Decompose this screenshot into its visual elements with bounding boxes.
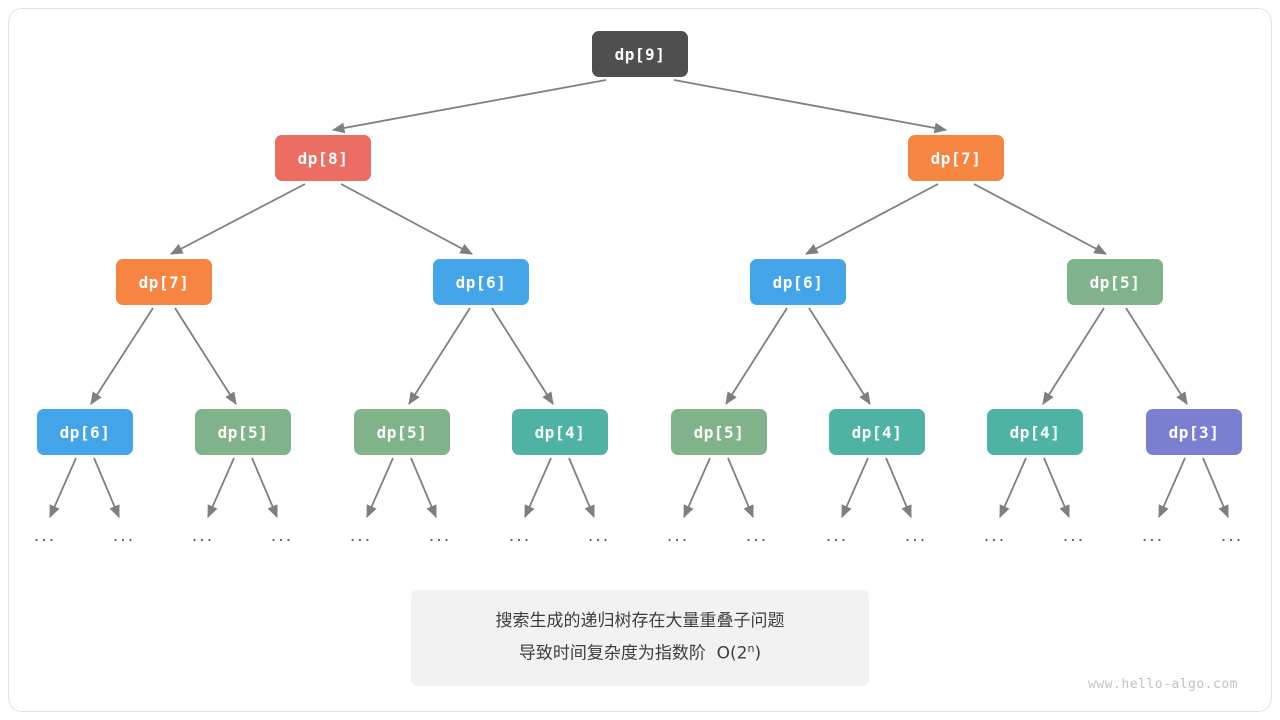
edge-n3-n7 [90,307,154,405]
edge-n14-l15 [1202,457,1229,518]
edge-n2-n6 [973,183,1107,255]
edge-n4-n9 [408,307,471,405]
leaf-ellipsis-7: ... [587,526,611,546]
leaf-ellipsis-11: ... [904,526,928,546]
edge-n9-l4 [366,457,394,518]
tree-node-dp7-2: dp[7] [908,135,1004,181]
caption-line-2-suffix: ) [754,643,762,664]
leaf-ellipsis-8: ... [666,526,690,546]
tree-node-dp5-8: dp[5] [195,409,291,455]
tree-node-dp4-13: dp[4] [987,409,1083,455]
edge-n9-l5 [410,457,437,518]
leaf-ellipsis-1: ... [112,526,136,546]
edge-n8-l2 [207,457,235,518]
watermark: www.hello-algo.com [1088,677,1238,692]
edge-n6-n14 [1125,307,1188,405]
leaf-ellipsis-5: ... [428,526,452,546]
tree-node-dp5-11: dp[5] [671,409,767,455]
tree-node-dp7-3: dp[7] [116,259,212,305]
edge-n1-n4 [340,183,473,255]
edge-n14-l14 [1158,457,1186,518]
leaf-ellipsis-0: ... [33,526,57,546]
edge-n0-n2 [673,79,948,134]
tree-node-dp6-7: dp[6] [37,409,133,455]
edge-n11-l9 [727,457,754,518]
leaf-ellipsis-6: ... [508,526,532,546]
edge-n2-n5 [805,183,939,255]
edge-n6-n13 [1042,307,1105,405]
tree-node-dp8-1: dp[8] [275,135,371,181]
edge-n10-l7 [568,457,595,518]
edge-n7-l1 [93,457,120,518]
leaf-ellipsis-12: ... [983,526,1007,546]
caption-line-2-prefix: 导致时间复杂度为指数阶 O(2 [518,643,748,664]
edge-n13-l13 [1043,457,1070,518]
caption-line-2-exponent: n [747,641,755,655]
leaf-ellipsis-13: ... [1062,526,1086,546]
leaf-ellipsis-9: ... [745,526,769,546]
tree-node-dp6-4: dp[6] [433,259,529,305]
edge-n10-l6 [524,457,552,518]
caption-box: 搜索生成的递归树存在大量重叠子问题 导致时间复杂度为指数阶 O(2n) [411,590,869,686]
leaf-ellipsis-4: ... [349,526,373,546]
caption-line-1: 搜索生成的递归树存在大量重叠子问题 [495,611,785,632]
edge-n11-l8 [683,457,711,518]
caption-line-2: 导致时间复杂度为指数阶 O(2n) [519,641,761,667]
tree-node-dp4-10: dp[4] [512,409,608,455]
edge-n5-n12 [808,307,871,405]
tree-node-dp4-12: dp[4] [829,409,925,455]
edge-n12-l11 [885,457,912,518]
edge-n12-l10 [841,457,869,518]
tree-node-dp5-6: dp[5] [1067,259,1163,305]
leaf-ellipsis-15: ... [1220,526,1244,546]
leaf-ellipsis-14: ... [1141,526,1165,546]
edge-n1-n3 [170,183,306,255]
edge-n8-l3 [251,457,278,518]
edge-n13-l12 [999,457,1027,518]
edge-n5-n11 [725,307,788,405]
tree-node-dp3-14: dp[3] [1146,409,1242,455]
tree-node-dp6-5: dp[6] [750,259,846,305]
edge-n7-l0 [49,457,77,518]
tree-node-dp9-0: dp[9] [592,31,688,77]
edge-n3-n8 [174,307,237,405]
leaf-ellipsis-3: ... [270,526,294,546]
leaf-ellipsis-2: ... [191,526,215,546]
leaf-ellipsis-10: ... [825,526,849,546]
edge-n4-n10 [491,307,554,405]
tree-node-dp5-9: dp[5] [354,409,450,455]
edge-n0-n1 [331,79,607,134]
